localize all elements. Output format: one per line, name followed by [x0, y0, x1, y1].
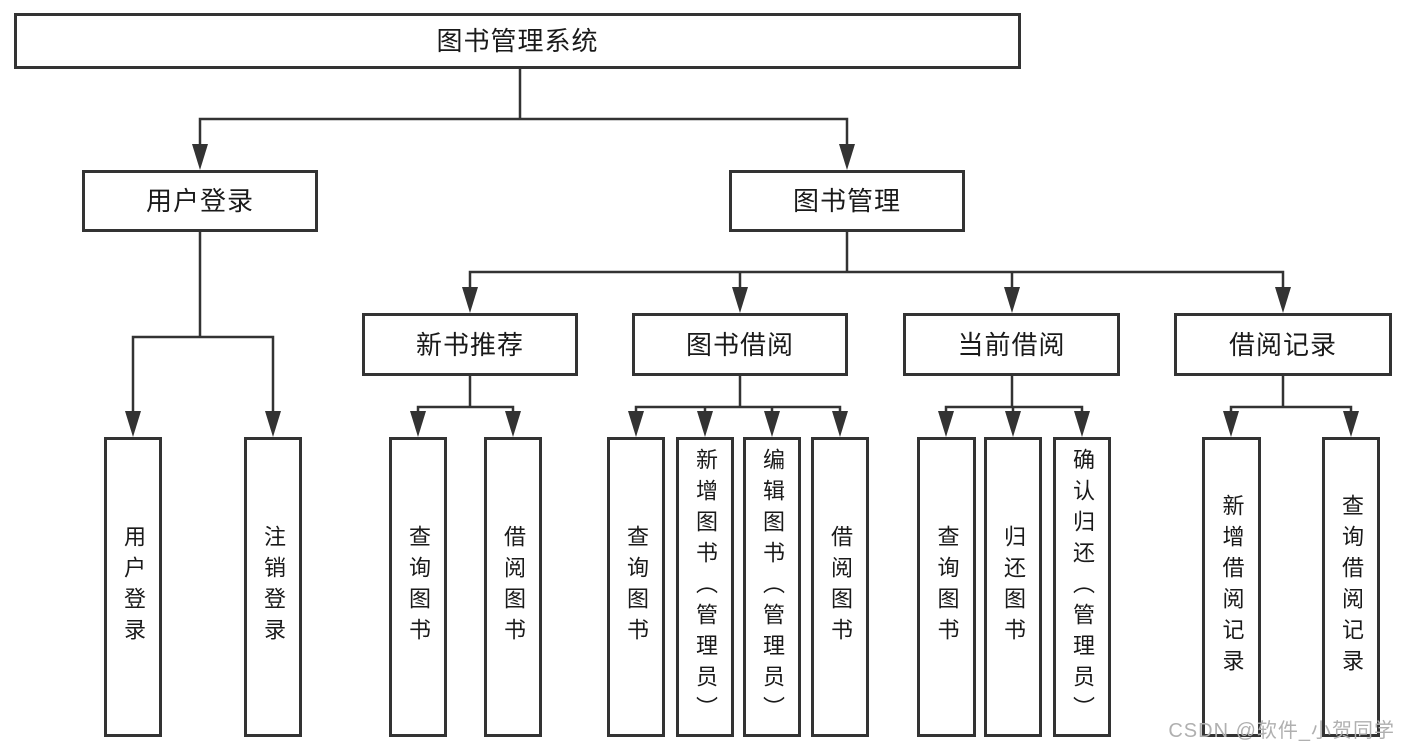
- leaf-query-books-recommend: 查询图书: [389, 437, 447, 737]
- node-borrow-records: 借阅记录: [1174, 313, 1392, 376]
- node-book-management: 图书管理: [729, 170, 965, 232]
- leaf-query-books-borrow: 查询图书: [607, 437, 665, 737]
- leaf-query-borrow-record: 查询借阅记录: [1322, 437, 1380, 737]
- leaf-add-borrow-record-label: 新增借阅记录: [1219, 494, 1245, 680]
- leaf-query-books-current: 查询图书: [917, 437, 976, 737]
- arrow-down-icons: [125, 144, 1359, 437]
- leaf-query-books-recommend-label: 查询图书: [406, 525, 431, 649]
- leaf-return-book-label: 归还图书: [1001, 525, 1026, 649]
- node-user-login: 用户登录: [82, 170, 318, 232]
- leaf-edit-book-admin: 编辑图书（管理员）: [743, 437, 801, 737]
- leaf-confirm-return-admin-label: 确认归还（管理员）: [1070, 447, 1095, 727]
- node-new-book-recommend-label: 新书推荐: [415, 329, 524, 360]
- leaf-borrow-books-recommend: 借阅图书: [484, 437, 542, 737]
- leaf-return-book: 归还图书: [984, 437, 1042, 737]
- leaf-borrow-books-borrow-label: 借阅图书: [828, 525, 853, 649]
- watermark: CSDN @软件_小贺同学: [1168, 720, 1395, 742]
- leaf-edit-book-admin-label: 编辑图书（管理员）: [760, 447, 785, 727]
- leaf-query-books-borrow-label: 查询图书: [624, 525, 649, 649]
- leaf-user-login: 用户登录: [104, 437, 162, 737]
- node-book-borrow-label: 图书借阅: [685, 329, 794, 360]
- node-current-borrow-label: 当前借阅: [957, 329, 1066, 360]
- node-root-label: 图书管理系统: [436, 26, 599, 56]
- node-borrow-records-label: 借阅记录: [1228, 329, 1337, 360]
- leaf-query-books-current-label: 查询图书: [934, 525, 960, 649]
- node-book-borrow: 图书借阅: [632, 313, 848, 376]
- leaf-add-book-admin: 新增图书（管理员）: [676, 437, 734, 737]
- leaf-borrow-books-borrow: 借阅图书: [811, 437, 869, 737]
- leaf-logout-label: 注销登录: [261, 525, 286, 649]
- leaf-confirm-return-admin: 确认归还（管理员）: [1053, 437, 1111, 737]
- leaf-borrow-books-recommend-label: 借阅图书: [501, 525, 526, 649]
- leaf-query-borrow-record-label: 查询借阅记录: [1339, 494, 1364, 680]
- node-user-login-label: 用户登录: [145, 186, 254, 216]
- leaf-add-book-admin-label: 新增图书（管理员）: [693, 447, 718, 727]
- node-root: 图书管理系统: [14, 13, 1021, 69]
- leaf-user-login-label: 用户登录: [121, 525, 146, 649]
- node-current-borrow: 当前借阅: [903, 313, 1120, 376]
- node-book-management-label: 图书管理: [792, 186, 901, 216]
- leaf-logout: 注销登录: [244, 437, 302, 737]
- node-new-book-recommend: 新书推荐: [362, 313, 578, 376]
- leaf-add-borrow-record: 新增借阅记录: [1202, 437, 1261, 737]
